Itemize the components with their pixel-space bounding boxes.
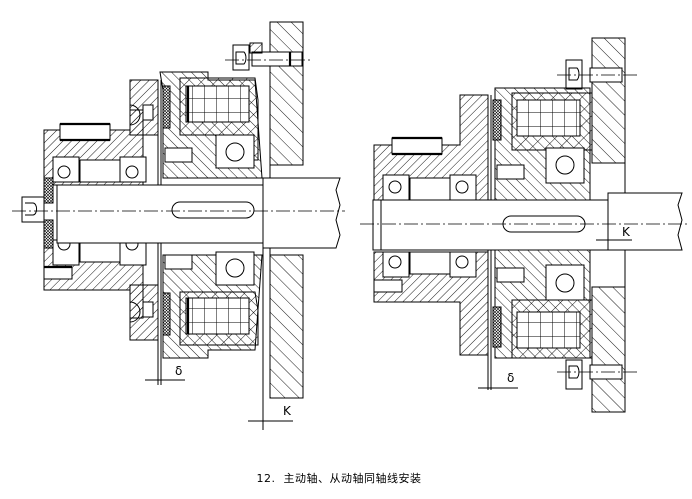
air-gap-label: δ [175,364,182,378]
coil-winding-top [185,85,250,123]
key-top [59,123,111,141]
set-screw [373,279,403,293]
hub-bearings [382,174,477,278]
dimension-air-gap: δ [478,371,518,389]
dimension-clearance: K [248,404,293,422]
end-bolt [21,196,45,223]
magnet-yoke-bottom [179,291,259,346]
output-bearing [164,134,255,286]
coil-winding-top [516,99,581,137]
magnet-yoke-bottom [511,299,593,359]
output-hub [373,94,489,356]
mounting-wall-top [591,37,626,164]
output-bearing [496,147,585,301]
dimension-clearance: K [596,225,632,241]
figure-caption: 12. 主动轴、从动轴同轴线安装 [0,470,692,486]
left-assembly-driving-shaft: δ K [12,21,345,430]
wall-bolt-top [557,59,640,90]
coil-winding-bottom [516,311,581,349]
right-assembly-driven-shaft: δ K [360,37,690,413]
key-top [391,137,443,155]
armature-plate [129,79,159,341]
wall-bolt-top [225,42,313,71]
coil-winding-bottom [185,297,250,335]
mounting-wall-top [269,21,304,166]
driving-shaft [12,177,345,249]
caption-text: 主动轴、从动轴同轴线安装 [283,472,422,485]
keyway [171,201,255,219]
hub-bearings [52,156,147,266]
set-screw [43,266,73,280]
caption-number: 12. [256,472,276,485]
clearance-label: K [622,225,631,239]
magnet-yoke-top [511,92,593,151]
dimension-air-gap: δ [145,340,185,385]
end-cap [21,177,54,249]
wall-bolt-bottom [557,359,640,390]
air-gap-label: δ [507,371,514,385]
clearance-label: K [283,404,292,418]
driven-shaft [360,192,690,251]
